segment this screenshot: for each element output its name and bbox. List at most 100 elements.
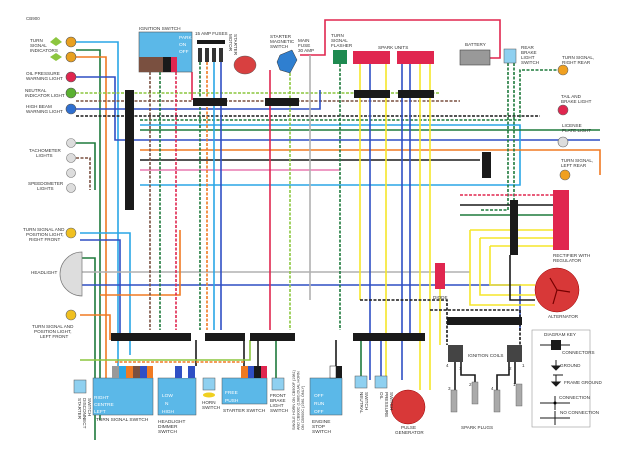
diagram-title: CB900 [26,16,40,21]
bulb-icon [66,183,76,193]
svg-text:RUN: RUN [314,401,325,407]
svg-text:GROUND: GROUND [560,363,581,368]
connector-block [398,90,434,98]
wire [140,69,560,121]
svg-text:15 AMP FUSES: 15 AMP FUSES [195,31,228,36]
connector-block [354,90,390,98]
bulb-icon [557,136,569,148]
turn-signal-switch: RIGHT CENTRE LEFT TURN SIGNAL SWITCH [92,366,154,423]
svg-text:OFF: OFF [179,49,189,55]
wire [76,41,119,380]
spark-plug-icon [471,381,479,405]
wire [419,64,431,390]
svg-text:2: 2 [469,382,472,387]
arrow-icon [50,37,62,46]
svg-text:OFF: OFF [314,409,324,415]
svg-text:TURN SIGNAL,RIGHT REAR: TURN SIGNAL,RIGHT REAR [562,55,594,65]
fuse-icon [212,48,216,62]
wire [76,90,321,110]
svg-text:DIAGRAM KEY: DIAGRAM KEY [544,332,576,337]
wire [480,63,509,211]
svg-text:ON: ON [179,42,187,48]
connector-block [447,317,522,325]
spark-unit [397,51,434,64]
connector-block [482,152,491,178]
fuse-icon [205,48,209,62]
svg-text:2: 2 [509,366,512,371]
wire [76,142,96,190]
svg-text:TURN SIGNAL,LEFT REAR: TURN SIGNAL,LEFT REAR [561,158,593,168]
svg-text:STARTERDISCONNECTSWITCH: STARTERDISCONNECTSWITCH [77,398,92,429]
svg-text:STARTER SWITCH: STARTER SWITCH [223,408,266,414]
bulb-icon [65,309,77,321]
svg-text:DIODE: DIODE [433,295,448,300]
svg-text:3: 3 [448,386,451,391]
indicator-light-icon [65,36,77,48]
bulb-icon [66,168,76,178]
svg-text:RIGHT: RIGHT [94,395,109,401]
bulb-icon [65,227,77,239]
spark-units: SPARK UNITS [353,45,434,64]
magnetic-switch-icon [276,49,298,74]
starter-motor-icon [233,55,257,75]
svg-text:LOW: LOW [162,393,173,399]
wire [140,124,521,186]
bulb-icon [66,153,76,163]
wire [80,340,251,361]
battery-icon [459,49,491,66]
ignition-coils: IGNITION COILS 4 1 2 1 [446,345,525,371]
diagram-key: DIAGRAM KEY CONNECTORS GROUND FRAME GROU… [531,329,602,428]
connector-block [193,98,227,106]
connector-block [111,333,191,341]
bulb-icon [66,138,76,148]
headlight: HEADLIGHT [31,251,83,297]
wire [454,362,516,390]
svg-text:4: 4 [491,386,494,391]
arrow-icon [50,53,62,61]
wire [275,340,362,378]
neutral-switch: NEUTRALSWITCH [354,375,369,414]
svg-text:FREE: FREE [225,390,238,396]
wire [195,340,337,366]
alternator: ALTERNATOR [534,267,580,319]
wire [191,19,501,100]
svg-text:IGNITION SWITCH: IGNITION SWITCH [139,26,181,32]
svg-text:PARK: PARK [179,35,193,41]
turn-signal-left-rear: TURN SIGNAL,LEFT REAR [559,158,593,181]
connector-block [353,333,425,341]
wire [140,149,601,175]
wire [80,230,181,340]
svg-text:PUSH: PUSH [225,398,239,404]
bulb-icon [557,64,569,76]
wire [469,230,535,306]
pulse-generator-icon [390,389,426,425]
svg-text:CONNECTION: CONNECTION [559,395,590,400]
starter-motor: STARTERMOTOR [228,34,257,75]
wire [359,64,387,380]
connector-block [125,90,134,210]
